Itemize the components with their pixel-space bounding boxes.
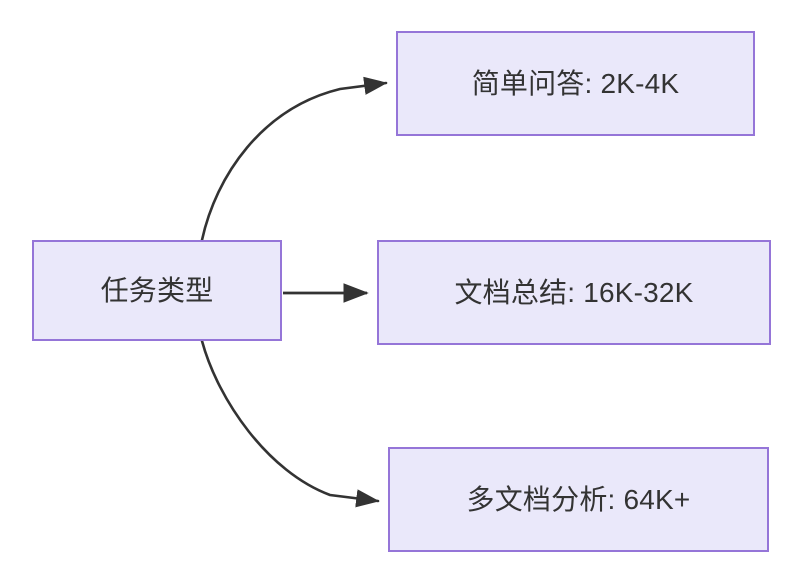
node-simple-qa[interactable]: 简单问答: 2K-4K [396, 31, 755, 136]
edge-root-to-multi-doc [200, 339, 380, 508]
node-multi-doc-analysis[interactable]: 多文档分析: 64K+ [388, 447, 769, 552]
node-simple-qa-label: 简单问答: 2K-4K [471, 67, 680, 99]
node-root-task-type[interactable]: 任务类型 [32, 240, 282, 341]
node-multi-doc-label: 多文档分析: 64K+ [466, 483, 691, 515]
node-doc-summary[interactable]: 文档总结: 16K-32K [377, 240, 771, 345]
edge-root-to-simple-qa [200, 76, 388, 242]
node-root-label: 任务类型 [100, 274, 214, 306]
node-doc-summary-label: 文档总结: 16K-32K [454, 276, 694, 308]
